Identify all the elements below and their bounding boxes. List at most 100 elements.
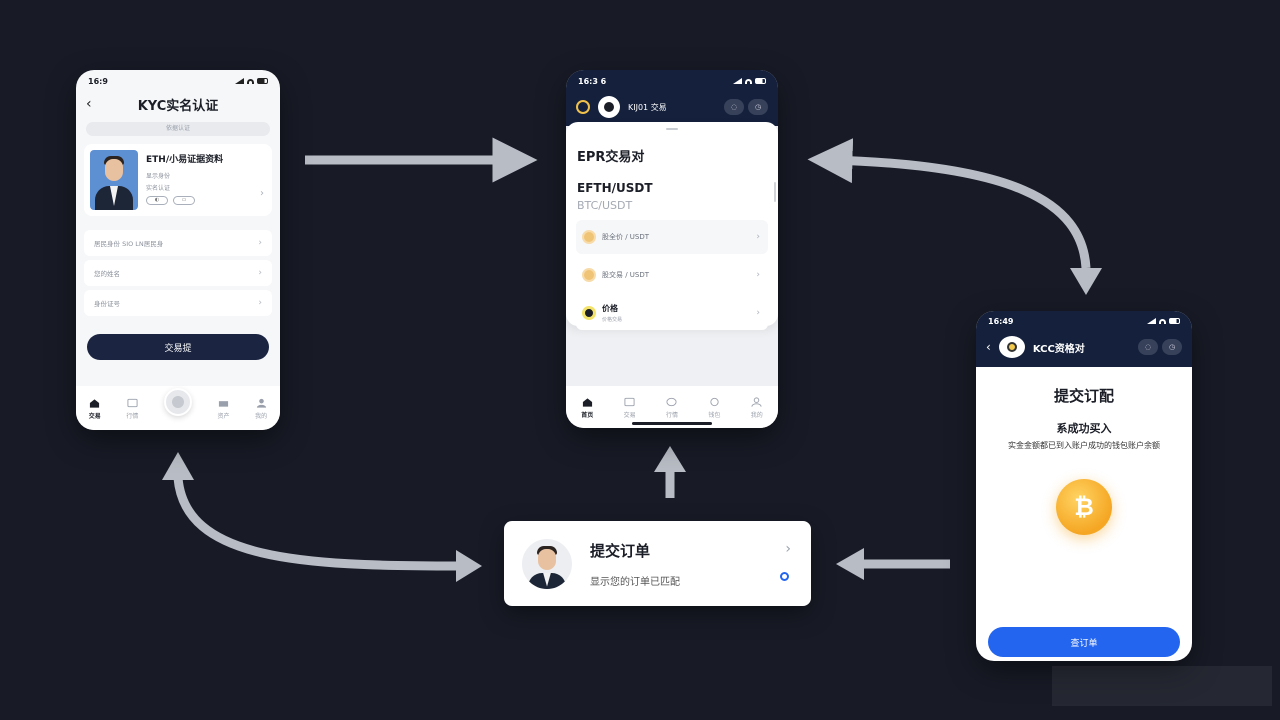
radio-icon[interactable] bbox=[780, 572, 789, 581]
arrow-success-to-trading bbox=[807, 138, 1091, 269]
tab-market[interactable]: 行情 bbox=[666, 397, 678, 419]
history-button[interactable]: ◷ bbox=[748, 99, 768, 115]
nav-title: KCC资格对 bbox=[1032, 343, 1085, 355]
success-description: 实金金额都已到入账户成功的钱包账户余额 bbox=[1008, 441, 1160, 450]
id-line1: 显示身份 bbox=[146, 173, 171, 180]
order-card[interactable]: 提交订单 显示您的订单已匹配 › bbox=[504, 521, 811, 606]
id-line2: 实名认证 bbox=[146, 185, 171, 192]
form-row-label: 您的姓名 bbox=[94, 270, 120, 278]
success-phone-screen: 16:49 ‹ KCC资格对 ◌ ◷ 提交订配 系成功买入 实金金额都已到入账户… bbox=[976, 311, 1192, 661]
user-icon bbox=[256, 398, 266, 408]
avatar[interactable] bbox=[598, 96, 620, 118]
center-action-button[interactable] bbox=[163, 388, 192, 416]
tab-wallet[interactable]: 钱包 bbox=[708, 397, 720, 419]
arrow-card-to-kyc bbox=[173, 477, 459, 571]
kyc-form: 居民身份 SIO LN居民身 › 您的姓名 › 身份证号 › bbox=[84, 230, 272, 316]
logo-icon bbox=[576, 100, 590, 114]
home-icon bbox=[90, 399, 100, 408]
back-icon[interactable]: ‹ bbox=[986, 340, 991, 354]
chart-icon bbox=[127, 398, 138, 408]
bitcoin-icon: ₿ bbox=[1056, 479, 1112, 535]
submit-button[interactable]: 交易提 bbox=[87, 334, 269, 360]
arrow-up-left-head bbox=[162, 452, 194, 480]
success-title: 提交订配 bbox=[1053, 387, 1114, 405]
coin-icon bbox=[582, 306, 596, 320]
tab-trade[interactable]: 交易 bbox=[624, 397, 636, 419]
chevron-right-icon: › bbox=[756, 232, 760, 242]
tab-trade[interactable]: 交易 bbox=[89, 398, 101, 420]
tab-market[interactable]: 行情 bbox=[126, 398, 138, 420]
signal-icon bbox=[733, 78, 742, 84]
status-time: 16:3 6 bbox=[578, 76, 607, 86]
arrow-left-head bbox=[836, 548, 864, 580]
id-name: ETH/小易证据资料 bbox=[146, 155, 224, 165]
chevron-right-icon: › bbox=[785, 541, 791, 557]
scrollbar[interactable] bbox=[774, 182, 776, 202]
battery-icon bbox=[1169, 318, 1180, 324]
list-item[interactable]: 价格 价格交易 › bbox=[576, 296, 768, 330]
chevron-right-icon: › bbox=[258, 268, 262, 278]
arrow-right-head bbox=[456, 550, 482, 582]
settings-button[interactable]: ◌ bbox=[1138, 339, 1158, 355]
chevron-right-icon: › bbox=[756, 308, 760, 318]
secondary-pair[interactable]: BTC/USDT bbox=[577, 199, 633, 212]
trading-phone-screen: 16:3 6 KIJ01 交易 ◌ ◷ EPR交易对 EFTH/USDT BTC… bbox=[566, 70, 778, 428]
pair-list: 股全价 / USDT › 股交易 / USDT › 价格 价格交易 › bbox=[566, 220, 778, 330]
clock-icon bbox=[710, 397, 719, 407]
id-photo bbox=[90, 150, 138, 210]
chevron-right-icon: › bbox=[756, 270, 760, 280]
status-time: 16:9 bbox=[88, 76, 108, 86]
order-description: 显示您的订单已匹配 bbox=[590, 576, 680, 588]
bottom-tab-bar: 交易 行情 资产 我的 bbox=[76, 386, 280, 430]
settings-button[interactable]: ◌ bbox=[724, 99, 744, 115]
battery-icon bbox=[257, 78, 268, 84]
info-button[interactable]: ◷ bbox=[1162, 339, 1182, 355]
sheet-title: EPR交易对 bbox=[577, 150, 645, 165]
tab-profile[interactable]: 我的 bbox=[255, 398, 267, 420]
tab-assets[interactable]: 资产 bbox=[218, 398, 230, 420]
kyc-topbar: ‹ KYC实名认证 bbox=[76, 92, 280, 116]
id-front-toggle[interactable]: ◐ bbox=[146, 196, 168, 205]
form-row-id-type[interactable]: 居民身份 SIO LN居民身 › bbox=[84, 230, 272, 256]
bottom-tab-bar: 首页 交易 行情 钱包 我的 bbox=[566, 386, 778, 428]
form-row-id-number[interactable]: 身份证号 › bbox=[84, 290, 272, 316]
search-input[interactable]: 依据认证 bbox=[86, 122, 270, 136]
home-indicator bbox=[632, 422, 712, 425]
arrow-up-head bbox=[654, 446, 686, 472]
id-back-toggle[interactable]: ▭ bbox=[173, 196, 195, 205]
form-row-name[interactable]: 您的姓名 › bbox=[84, 260, 272, 286]
tab-home[interactable]: 首页 bbox=[581, 397, 593, 419]
signal-icon bbox=[235, 78, 244, 84]
nav-title: KIJ01 交易 bbox=[628, 102, 667, 112]
drag-handle[interactable] bbox=[666, 128, 678, 130]
list-item[interactable]: 股全价 / USDT › bbox=[576, 220, 768, 254]
page-title: KYC实名认证 bbox=[137, 98, 219, 114]
wifi-icon bbox=[1159, 318, 1166, 324]
success-header: 16:49 ‹ KCC资格对 ◌ ◷ bbox=[976, 311, 1192, 367]
form-row-label: 身份证号 bbox=[94, 300, 120, 308]
avatar bbox=[522, 538, 572, 589]
tab-profile[interactable]: 我的 bbox=[751, 397, 763, 419]
status-time: 16:49 bbox=[988, 316, 1014, 326]
back-icon[interactable]: ‹ bbox=[86, 96, 92, 112]
id-card[interactable]: ETH/小易证据资料 显示身份 实名认证 ◐ ▭ › bbox=[84, 144, 272, 216]
trading-header: 16:3 6 KIJ01 交易 ◌ ◷ bbox=[566, 70, 778, 126]
list-item[interactable]: 股交易 / USDT › bbox=[576, 258, 768, 292]
kyc-phone-screen: 16:9 ‹ KYC实名认证 依据认证 ETH/小易证据资料 显示身份 实名认证… bbox=[76, 70, 280, 430]
chevron-right-icon: › bbox=[258, 238, 262, 248]
avatar[interactable] bbox=[998, 336, 1025, 358]
coin-icon bbox=[582, 268, 596, 282]
selected-pair[interactable]: EFTH/USDT bbox=[577, 181, 653, 195]
watermark bbox=[1052, 666, 1272, 706]
form-row-label: 居民身份 SIO LN居民身 bbox=[94, 240, 164, 248]
pair-label: 股全价 / USDT bbox=[602, 233, 650, 241]
status-bar: 16:9 bbox=[76, 70, 280, 92]
wallet-icon bbox=[218, 401, 229, 407]
pair-label: 股交易 / USDT bbox=[602, 271, 650, 279]
chart-icon bbox=[624, 397, 635, 407]
pair-sublabel: 价格交易 bbox=[602, 317, 623, 323]
chevron-right-icon: › bbox=[260, 188, 264, 199]
user-icon bbox=[751, 397, 762, 407]
view-order-button[interactable]: 查订单 bbox=[988, 627, 1180, 657]
